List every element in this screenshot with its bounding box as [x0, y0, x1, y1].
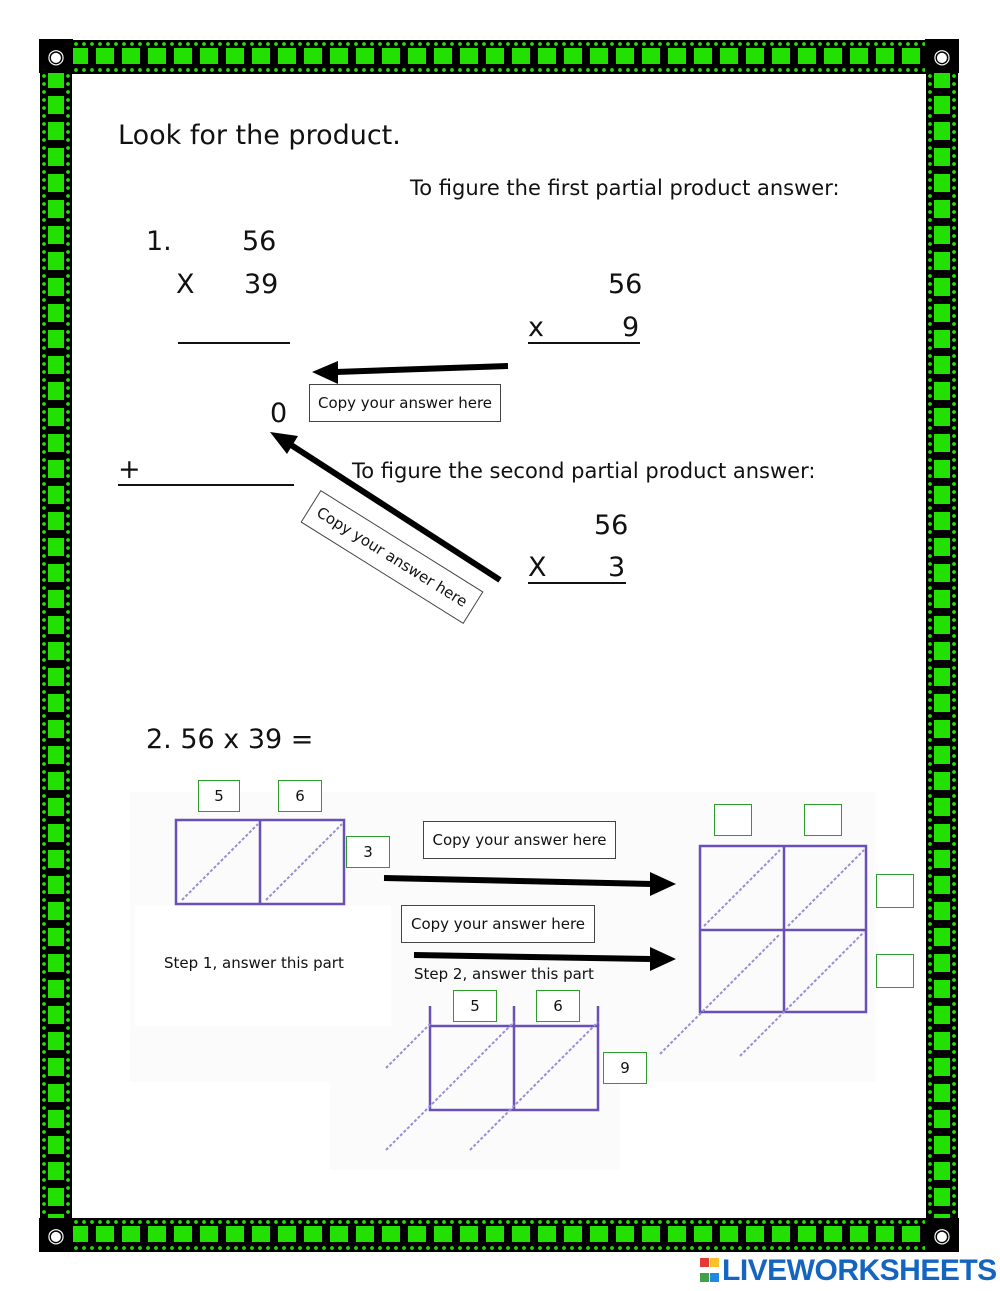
problem-2-prompt: 2. 56 x 39 = [146, 724, 314, 755]
film-border-left [40, 40, 72, 1252]
projector-icon: ◉ [925, 1218, 959, 1252]
film-border-right [926, 40, 958, 1252]
grid2-digit-2: 6 [536, 990, 580, 1022]
arrow-right-icon [413, 952, 653, 962]
grid2-digit-1: 5 [453, 990, 497, 1022]
projector-icon: ◉ [925, 39, 959, 73]
grid1-digit-2: 6 [278, 780, 322, 812]
grid1-side-digit: 3 [346, 836, 390, 868]
second-partial-underline [528, 582, 626, 584]
step1-panel [135, 906, 391, 1026]
second-partial-multiplicand: 56 [594, 510, 629, 541]
problem-1-number: 1. [146, 226, 172, 257]
copy-answer-field-3[interactable]: Copy your answer here [423, 821, 616, 859]
answer-grid-side-field-2[interactable] [876, 954, 914, 988]
first-partial-header: To figure the first partial product answ… [410, 176, 840, 200]
film-border-bottom [40, 1218, 958, 1252]
problem-1-underline [178, 342, 290, 344]
step1-label: Step 1, answer this part [164, 954, 344, 972]
arrow-diagonal-icon [286, 440, 502, 583]
first-partial-operator: x [528, 312, 544, 343]
first-partial-multiplicand: 56 [608, 269, 643, 300]
lattice-grid-1 [174, 818, 346, 906]
second-partial-multiplier: 3 [608, 552, 626, 583]
scan-background-lower [330, 1000, 620, 1170]
lattice-grid-2 [385, 1006, 600, 1151]
second-partial-header: To figure the second partial product ans… [352, 459, 816, 483]
lattice-grid-answer [659, 844, 868, 1057]
copy-answer-field-1[interactable]: Copy your answer here [309, 384, 501, 422]
grid1-digit-1: 5 [198, 780, 240, 812]
first-partial-multiplier: 9 [622, 312, 640, 343]
answer-grid-top-field-2[interactable] [804, 804, 842, 836]
arrow-left-icon [335, 363, 509, 375]
problem-1-operator: X [176, 269, 195, 300]
copy-answer-field-4[interactable]: Copy your answer here [401, 905, 595, 943]
arrow-left-head [312, 361, 338, 384]
step2-label: Step 2, answer this part [414, 965, 594, 983]
brand-name[interactable]: LIVEWORKSHEETS [722, 1254, 997, 1287]
page-title: Look for the product. [118, 120, 401, 151]
first-partial-underline [528, 342, 640, 344]
problem-1-multiplicand: 56 [242, 226, 277, 257]
arrow-diagonal-head [270, 432, 298, 454]
projector-icon: ◉ [39, 39, 73, 73]
plus-underline [118, 484, 294, 486]
partial-zero: 0 [270, 398, 288, 429]
grid2-side-digit: 9 [603, 1052, 647, 1084]
arrow-right-icon [383, 875, 653, 887]
film-border-top [40, 40, 958, 74]
problem-2-arrows [383, 872, 676, 971]
answer-grid-side-field-1[interactable] [876, 874, 914, 908]
answer-grid-top-field-1[interactable] [714, 804, 752, 836]
projector-icon: ◉ [39, 1218, 73, 1252]
problem-1-multiplier: 39 [244, 269, 279, 300]
brand-logo [700, 1258, 720, 1286]
second-partial-operator: X [528, 552, 547, 583]
plus-sign: + [118, 454, 141, 485]
